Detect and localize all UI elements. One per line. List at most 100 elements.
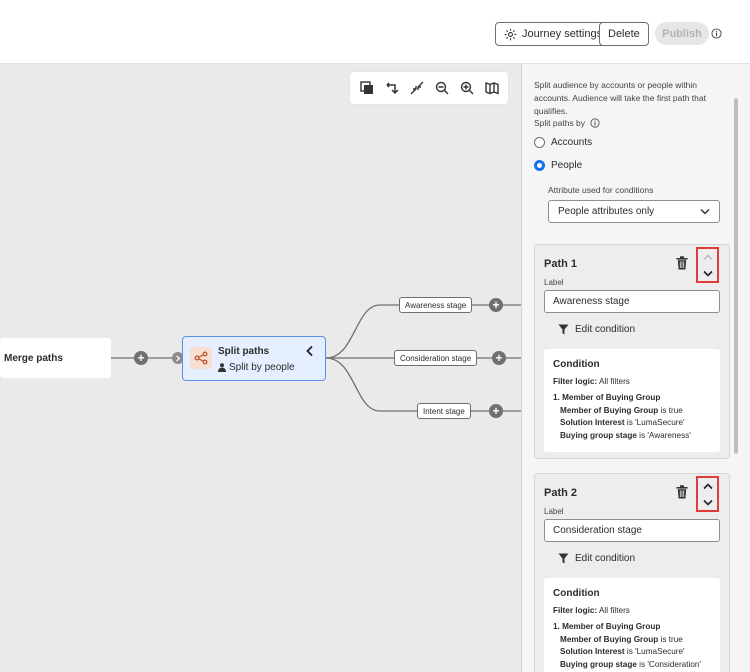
- reorder-controls: [696, 476, 719, 512]
- radio-accounts-label: Accounts: [551, 137, 593, 148]
- condition-value: is 'LumaSecure': [626, 418, 685, 427]
- radio-accounts[interactable]: Accounts: [534, 137, 592, 148]
- canvas-path-label-text: Intent stage: [423, 406, 465, 416]
- condition-line: Member of Buying Group is true: [553, 405, 711, 418]
- filter-logic-key: Filter logic:: [553, 376, 598, 386]
- person-icon: [218, 363, 226, 372]
- path-title: Path 2: [544, 487, 578, 499]
- reorder-controls: [696, 247, 719, 283]
- condition-key: Solution Interest: [560, 418, 625, 427]
- condition-group-label: 1. Member of Buying Group: [553, 393, 661, 402]
- chevron-down-icon[interactable]: [702, 499, 713, 506]
- path-label-value: Awareness stage: [553, 296, 630, 307]
- split-by-label: Split paths by: [534, 118, 586, 128]
- condition-key: Member of Buying Group: [560, 405, 659, 415]
- split-node-subtitle: Split by people: [229, 362, 295, 373]
- condition-line: Member of Buying Group is true: [553, 634, 711, 647]
- path-label-input[interactable]: Awareness stage: [544, 290, 720, 313]
- publish-label: Publish: [662, 27, 702, 40]
- delete-label: Delete: [608, 28, 640, 40]
- condition-key: Buying group stage: [560, 659, 637, 669]
- radio-people-label: People: [551, 160, 583, 171]
- filter-icon: [558, 553, 569, 564]
- trash-icon[interactable]: [676, 485, 688, 499]
- radio-accounts-control[interactable]: [534, 137, 545, 148]
- condition-line: Solution Interest is 'LumaSecure': [553, 417, 711, 430]
- journey-settings-label: Journey settings: [522, 28, 603, 40]
- split-node-subtitle-row: Split by people: [218, 362, 295, 373]
- gear-icon: [504, 28, 517, 40]
- attribute-select[interactable]: People attributes only: [548, 200, 720, 223]
- panel-scrollbar[interactable]: [734, 98, 738, 454]
- chevron-up-icon[interactable]: [702, 482, 713, 490]
- condition-group-label: 1. Member of Buying Group: [553, 622, 661, 631]
- split-paths-node[interactable]: Split paths Split by people: [182, 336, 326, 381]
- zoom-out-icon[interactable]: [433, 79, 451, 97]
- chevron-right-icon: [172, 352, 184, 364]
- path-card-2: Path 2 Label Consideration stage Edit co…: [534, 473, 730, 672]
- edit-condition-button[interactable]: Edit condition: [558, 553, 635, 564]
- chevron-up-icon[interactable]: [703, 254, 713, 261]
- split-paths-properties-panel: Split audience by accounts or people wit…: [521, 64, 750, 672]
- condition-title: Condition: [553, 359, 600, 370]
- edit-condition-button[interactable]: Edit condition: [558, 324, 635, 335]
- canvas-path-label-awareness[interactable]: Awareness stage: [399, 297, 473, 313]
- merge-paths-node[interactable]: Merge paths: [0, 338, 111, 378]
- delete-button[interactable]: Delete: [599, 22, 649, 46]
- condition-value: is 'LumaSecure': [626, 647, 685, 656]
- condition-summary: Condition Filter logic: All filters 1. M…: [544, 349, 720, 452]
- filter-icon: [558, 324, 569, 335]
- split-node-title: Split paths: [218, 346, 270, 357]
- journey-settings-button[interactable]: Journey settings: [495, 22, 612, 46]
- collapse-icon[interactable]: [408, 79, 426, 97]
- split-node-icon-box: [190, 347, 212, 369]
- collapse-chevron-icon[interactable]: [305, 345, 315, 357]
- edit-condition-label: Edit condition: [575, 324, 636, 335]
- panel-description: Split audience by accounts or people wit…: [534, 80, 706, 116]
- canvas-path-label-intent[interactable]: Intent stage: [417, 403, 471, 419]
- map-icon[interactable]: [483, 79, 501, 97]
- add-activity-plus-icon[interactable]: +: [489, 404, 503, 418]
- attribute-select-value: People attributes only: [558, 206, 655, 217]
- condition-line: Buying group stage is 'Awareness': [553, 430, 711, 443]
- condition-line: Buying group stage is 'Consideration': [553, 659, 711, 672]
- canvas-path-label-text: Consideration stage: [400, 353, 472, 363]
- filter-logic-row: Filter logic: All filters: [553, 376, 711, 389]
- condition-value: is 'Consideration': [639, 659, 701, 669]
- attribute-label: Attribute used for conditions: [548, 185, 654, 195]
- canvas-toolbar: [350, 72, 508, 104]
- filter-logic-row: Filter logic: All filters: [553, 605, 711, 618]
- path-label-input[interactable]: Consideration stage: [544, 519, 720, 542]
- publish-button[interactable]: Publish: [655, 22, 709, 45]
- condition-value: is true: [660, 405, 683, 415]
- journey-canvas[interactable]: Merge paths + Split paths Split by peopl…: [0, 64, 521, 672]
- add-activity-plus-icon[interactable]: +: [489, 298, 503, 312]
- canvas-path-label-text: Awareness stage: [405, 300, 467, 310]
- chevron-down-icon[interactable]: [702, 270, 713, 277]
- filter-logic-value: All filters: [598, 376, 630, 386]
- path-label-value: Consideration stage: [553, 525, 642, 536]
- duplicate-icon[interactable]: [358, 79, 376, 97]
- trash-icon[interactable]: [676, 256, 688, 270]
- add-activity-plus-icon[interactable]: +: [134, 351, 148, 365]
- top-bar: Journey settings Delete Publish: [0, 0, 750, 64]
- add-activity-plus-icon[interactable]: +: [492, 351, 506, 365]
- radio-people-control[interactable]: [534, 160, 545, 171]
- info-icon[interactable]: [711, 28, 722, 39]
- path-title: Path 1: [544, 258, 578, 270]
- chevron-down-icon: [700, 208, 710, 215]
- condition-group: 1. Member of Buying Group: [553, 621, 711, 634]
- radio-people[interactable]: People: [534, 160, 582, 171]
- edit-condition-label: Edit condition: [575, 553, 636, 564]
- filter-logic-value: All filters: [598, 605, 630, 615]
- reorder-icon[interactable]: [383, 79, 401, 97]
- canvas-path-label-consideration[interactable]: Consideration stage: [394, 350, 478, 366]
- merge-paths-label: Merge paths: [4, 352, 63, 364]
- share-icon: [194, 351, 208, 365]
- info-icon[interactable]: [590, 118, 600, 128]
- condition-value: is true: [660, 634, 683, 644]
- label-field-label: Label: [544, 278, 564, 287]
- condition-value: is 'Awareness': [639, 430, 691, 440]
- condition-title: Condition: [553, 588, 600, 599]
- zoom-in-icon[interactable]: [458, 79, 476, 97]
